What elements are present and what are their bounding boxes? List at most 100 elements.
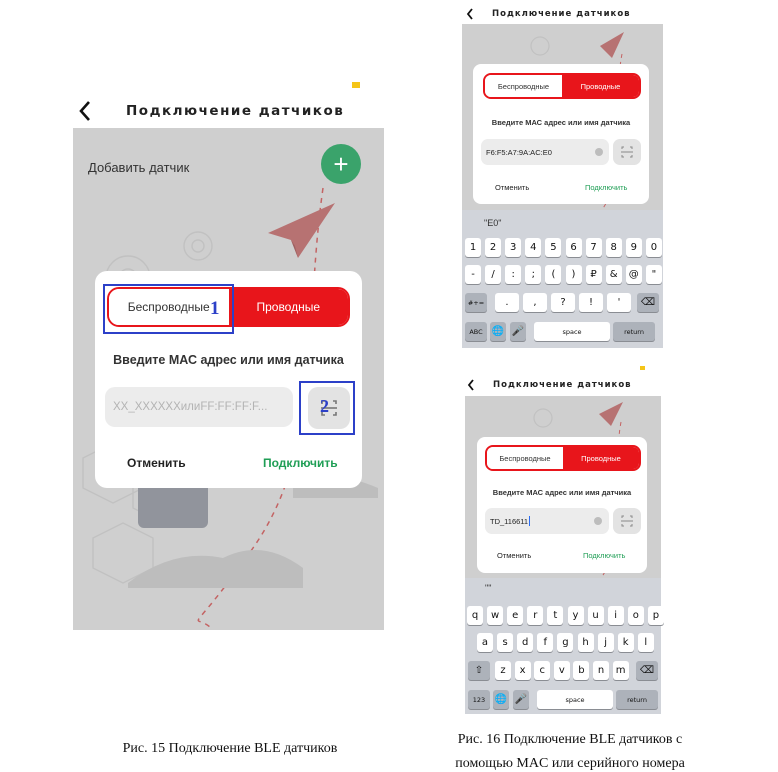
key-![interactable]: ! bbox=[579, 293, 603, 312]
mac-input[interactable]: F6:F5:A7:9A:AC:E0 bbox=[481, 139, 609, 165]
input-prompt: Введите МАС адрес или имя датчика bbox=[113, 353, 344, 367]
key-8[interactable]: 8 bbox=[605, 238, 622, 257]
key-b[interactable]: b bbox=[573, 661, 590, 680]
key-5[interactable]: 5 bbox=[545, 238, 562, 257]
key-n[interactable]: n bbox=[593, 661, 609, 680]
key-u[interactable]: u bbox=[587, 606, 604, 625]
key-x[interactable]: x bbox=[514, 661, 531, 680]
key--[interactable]: - bbox=[465, 265, 481, 284]
cancel-button[interactable]: Отменить bbox=[495, 183, 530, 192]
tab-wireless[interactable]: Беспроводные bbox=[485, 75, 562, 97]
return-key[interactable]: return bbox=[613, 322, 655, 341]
tab-wired[interactable]: Проводные bbox=[562, 75, 639, 97]
key-0[interactable]: 0 bbox=[645, 238, 662, 257]
connection-type-toggle: Беспроводные Проводные bbox=[107, 287, 350, 327]
key-f[interactable]: f bbox=[537, 633, 554, 652]
scan-qr-icon bbox=[321, 400, 337, 416]
delete-key[interactable]: ⌫ bbox=[636, 661, 658, 680]
page-header-16a: Подключение датчиков bbox=[466, 8, 631, 20]
key-z[interactable]: z bbox=[495, 661, 511, 680]
key-w[interactable]: w bbox=[487, 606, 504, 625]
connect-button[interactable]: Подключить bbox=[583, 551, 626, 560]
delete-key[interactable]: ⌫ bbox=[637, 293, 659, 312]
key-3[interactable]: 3 bbox=[505, 238, 522, 257]
key-6[interactable]: 6 bbox=[565, 238, 582, 257]
key-r[interactable]: r bbox=[527, 606, 544, 625]
space-key[interactable]: space bbox=[534, 322, 610, 341]
cancel-button[interactable]: Отменить bbox=[127, 456, 186, 470]
key-,[interactable]: , bbox=[523, 293, 547, 312]
key-y[interactable]: y bbox=[567, 606, 584, 625]
key-'[interactable]: ' bbox=[607, 293, 631, 312]
add-sensor-label: Добавить датчик bbox=[88, 160, 190, 175]
shift-key[interactable]: ⇧ bbox=[468, 661, 490, 680]
globe-key[interactable]: 🌐 bbox=[493, 690, 509, 709]
key-&[interactable]: & bbox=[605, 265, 622, 284]
callout-box-1 bbox=[103, 284, 234, 334]
key-p[interactable]: p bbox=[647, 606, 664, 625]
tab-wireless[interactable]: Беспроводные bbox=[487, 447, 563, 469]
tab-wired[interactable]: Проводные bbox=[563, 447, 639, 469]
connect-button[interactable]: Подключить bbox=[585, 183, 628, 192]
mic-key[interactable]: 🎤 bbox=[510, 322, 526, 341]
add-sensor-dialog-16a: Беспроводные Проводные Введите МАС адрес… bbox=[473, 64, 649, 204]
clear-icon[interactable] bbox=[594, 517, 602, 525]
tab-wireless[interactable]: Беспроводные bbox=[109, 289, 229, 325]
symbols-key[interactable]: #+= bbox=[465, 293, 487, 312]
space-key[interactable]: space bbox=[537, 690, 613, 709]
key-g[interactable]: g bbox=[557, 633, 574, 652]
key-"[interactable]: " bbox=[645, 265, 662, 284]
key-v[interactable]: v bbox=[553, 661, 570, 680]
key-s[interactable]: s bbox=[497, 633, 514, 652]
key-.[interactable]: . bbox=[495, 293, 519, 312]
key-e[interactable]: e bbox=[507, 606, 524, 625]
key-2[interactable]: 2 bbox=[485, 238, 502, 257]
key-@[interactable]: @ bbox=[625, 265, 642, 284]
key-?[interactable]: ? bbox=[551, 293, 575, 312]
numbers-key[interactable]: 123 bbox=[468, 690, 490, 709]
key-/[interactable]: / bbox=[485, 265, 502, 284]
keyboard-suggestion[interactable]: "E0" bbox=[484, 218, 502, 228]
key-h[interactable]: h bbox=[577, 633, 594, 652]
key-m[interactable]: m bbox=[612, 661, 629, 680]
key-1[interactable]: 1 bbox=[465, 238, 481, 257]
mac-input[interactable]: XX_XXXXXXилиFF:FF:FF:F... bbox=[105, 387, 293, 427]
key-t[interactable]: t bbox=[547, 606, 564, 625]
key-j[interactable]: j bbox=[597, 633, 614, 652]
cancel-button[interactable]: Отменить bbox=[497, 551, 532, 560]
key-9[interactable]: 9 bbox=[625, 238, 642, 257]
globe-key[interactable]: 🌐 bbox=[490, 322, 506, 341]
key-7[interactable]: 7 bbox=[585, 238, 602, 257]
key-:[interactable]: : bbox=[505, 265, 522, 284]
key-o[interactable]: o bbox=[627, 606, 644, 625]
scan-button[interactable] bbox=[613, 508, 641, 534]
key-c[interactable]: c bbox=[534, 661, 551, 680]
keyboard-suggestion[interactable]: "" bbox=[485, 583, 492, 593]
serial-input[interactable]: TD_116611 bbox=[485, 508, 609, 534]
back-arrow-icon[interactable] bbox=[466, 8, 474, 20]
key-d[interactable]: d bbox=[517, 633, 534, 652]
abc-key[interactable]: ABC bbox=[465, 322, 487, 341]
key-([interactable]: ( bbox=[545, 265, 562, 284]
key-)[interactable]: ) bbox=[565, 265, 582, 284]
key-k[interactable]: k bbox=[617, 633, 634, 652]
connect-button[interactable]: Подключить bbox=[263, 456, 338, 470]
clear-icon[interactable] bbox=[595, 148, 603, 156]
tab-wired[interactable]: Проводные bbox=[228, 289, 348, 325]
key-;[interactable]: ; bbox=[525, 265, 542, 284]
key-q[interactable]: q bbox=[467, 606, 483, 625]
key-₽[interactable]: ₽ bbox=[585, 265, 602, 284]
mic-key[interactable]: 🎤 bbox=[513, 690, 529, 709]
scan-button[interactable] bbox=[613, 139, 641, 165]
add-sensor-dialog: Беспроводные Проводные Введите МАС адрес… bbox=[95, 271, 362, 488]
return-key[interactable]: return bbox=[616, 690, 658, 709]
scan-button[interactable] bbox=[308, 387, 350, 429]
back-arrow-icon[interactable] bbox=[467, 379, 475, 391]
add-sensor-button[interactable]: + bbox=[321, 144, 361, 184]
back-arrow-icon[interactable] bbox=[78, 100, 92, 122]
key-4[interactable]: 4 bbox=[525, 238, 542, 257]
key-i[interactable]: i bbox=[607, 606, 624, 625]
key-a[interactable]: a bbox=[477, 633, 493, 652]
key-l[interactable]: l bbox=[637, 633, 654, 652]
page-title: Подключение датчиков bbox=[493, 380, 632, 390]
